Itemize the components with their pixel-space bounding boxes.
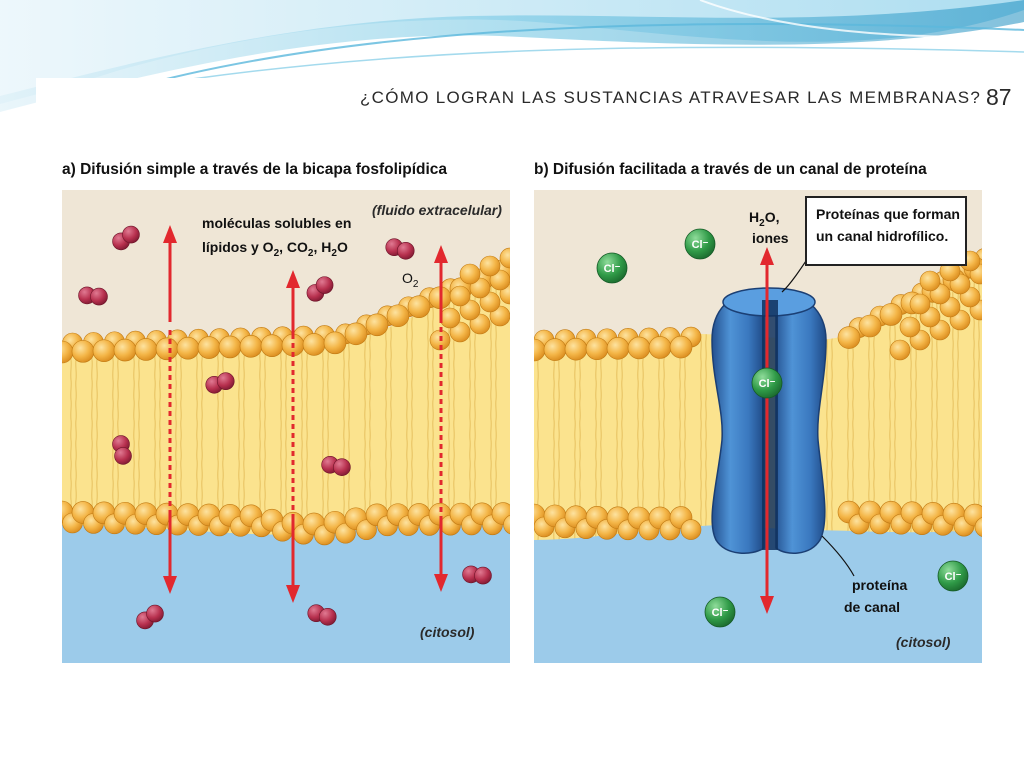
callout-line1: Proteínas que forman <box>816 206 960 222</box>
phospholipid-head <box>344 322 368 346</box>
chloride-ion-label: Cl⁻ <box>945 571 962 583</box>
molecule-atom <box>333 458 351 476</box>
molecule-atom <box>474 566 492 585</box>
phospholipid-head <box>71 340 95 363</box>
phospholipid-head <box>648 336 672 359</box>
water-label: H2O, <box>749 209 779 229</box>
channel-arrow <box>760 247 774 614</box>
phospholipid-head <box>963 503 982 527</box>
phospholipid-head <box>356 519 377 541</box>
cytosol-label-a: (citosol) <box>420 624 475 640</box>
phospholipid-head <box>197 336 221 359</box>
phospholipid-head <box>62 340 74 364</box>
phospholipid-head <box>564 337 588 361</box>
phospholipid-head <box>858 314 882 338</box>
phospholipid-head <box>889 339 911 361</box>
phospholipid-head <box>669 335 693 359</box>
channel-protein <box>711 287 827 554</box>
phospholipid-head <box>407 295 431 319</box>
panel-b-scene <box>534 190 982 663</box>
phospholipid-head <box>155 337 179 361</box>
phospholipid-head <box>899 316 921 338</box>
page-number: 87 <box>986 84 1012 110</box>
molecule-atom <box>90 287 108 306</box>
phospholipid-head <box>459 263 481 285</box>
diffusion-arrows-a <box>163 225 448 603</box>
phospholipid-head <box>92 339 116 363</box>
molecule-atom <box>146 604 164 623</box>
o2-label: O2 <box>402 270 419 290</box>
callout-line2: un canal hidrofílico. <box>816 228 948 244</box>
molecules-label-line2: lípidos y O2, CO2, H2O <box>202 239 348 259</box>
phospholipid-head <box>879 303 903 326</box>
chloride-ion <box>751 367 783 399</box>
protein-label-line1: proteína <box>852 577 907 593</box>
phospholipid-head <box>543 338 567 361</box>
panel-b-title: b) Difusión facilitada a través de un ca… <box>534 161 927 178</box>
phospholipid-head <box>534 338 546 362</box>
chloride-ion <box>684 228 716 260</box>
chloride-ion-label: Cl⁻ <box>604 263 621 275</box>
molecule-atom <box>122 225 140 244</box>
phospholipid-head <box>134 338 158 361</box>
molecule-atom <box>315 276 334 294</box>
molecule-atom <box>318 607 337 626</box>
phospholipid-head <box>585 337 609 361</box>
phospholipid-head <box>503 514 510 535</box>
chloride-ion <box>937 560 969 592</box>
phospholipid-head <box>218 335 242 359</box>
phospholipid-head <box>449 285 471 307</box>
phospholipid-head <box>479 255 501 277</box>
phospholipid-head <box>919 270 941 292</box>
phospholipid-heads-b <box>534 248 982 541</box>
phospholipid-head <box>386 304 410 328</box>
protein-pointer-line <box>821 535 855 577</box>
extracellular-fluid-label: (fluido extracelular) <box>372 202 502 218</box>
phospholipid-head <box>439 307 461 329</box>
phospholipid-heads-a <box>62 247 510 546</box>
lipid-bilayer-tails <box>62 270 510 535</box>
molecule-atom <box>216 372 235 391</box>
phospholipid-head <box>627 336 651 360</box>
panel-a-title: a) Difusión simple a través de la bicapa… <box>62 161 448 178</box>
phospholipid-head <box>113 338 137 362</box>
phospholipid-head <box>499 247 510 269</box>
phospholipid-head <box>680 519 702 540</box>
callout-box: Proteínas que forman un canal hidrofílic… <box>781 196 967 293</box>
phospholipid-head <box>239 335 263 358</box>
phospholipid-head <box>365 313 389 337</box>
phospholipid-head <box>837 326 861 349</box>
phospholipid-head <box>323 331 347 355</box>
chloride-ion <box>596 252 628 284</box>
chloride-ion-label: Cl⁻ <box>692 239 709 251</box>
molecule-atom <box>114 447 132 465</box>
phospholipid-head <box>606 337 630 360</box>
protein-label-line2: de canal <box>844 599 900 615</box>
chloride-ion <box>704 596 736 628</box>
ions-label: iones <box>752 230 789 246</box>
chloride-ion-label: Cl⁻ <box>759 378 776 390</box>
molecule-atom <box>396 241 415 260</box>
phospholipid-head <box>260 334 284 358</box>
phospholipid-head <box>176 336 200 360</box>
molecules-label-line1: moléculas solubles en <box>202 215 351 231</box>
chloride-ions: Cl⁻ Cl⁻ Cl⁻ Cl⁻ Cl⁻ <box>596 228 969 628</box>
lipid-soluble-molecules <box>78 225 492 630</box>
panel-a-scene <box>62 190 510 663</box>
phospholipid-head <box>302 333 326 356</box>
cytosol-label-b: (citosol) <box>896 634 951 650</box>
chloride-ion-label: Cl⁻ <box>712 607 729 619</box>
phospholipid-head <box>491 502 510 525</box>
page-heading: ¿CÓMO LOGRAN LAS SUSTANCIAS ATRAVESAR LA… <box>360 88 982 107</box>
phospholipid-head <box>909 293 931 315</box>
phospholipid-head <box>974 517 982 537</box>
